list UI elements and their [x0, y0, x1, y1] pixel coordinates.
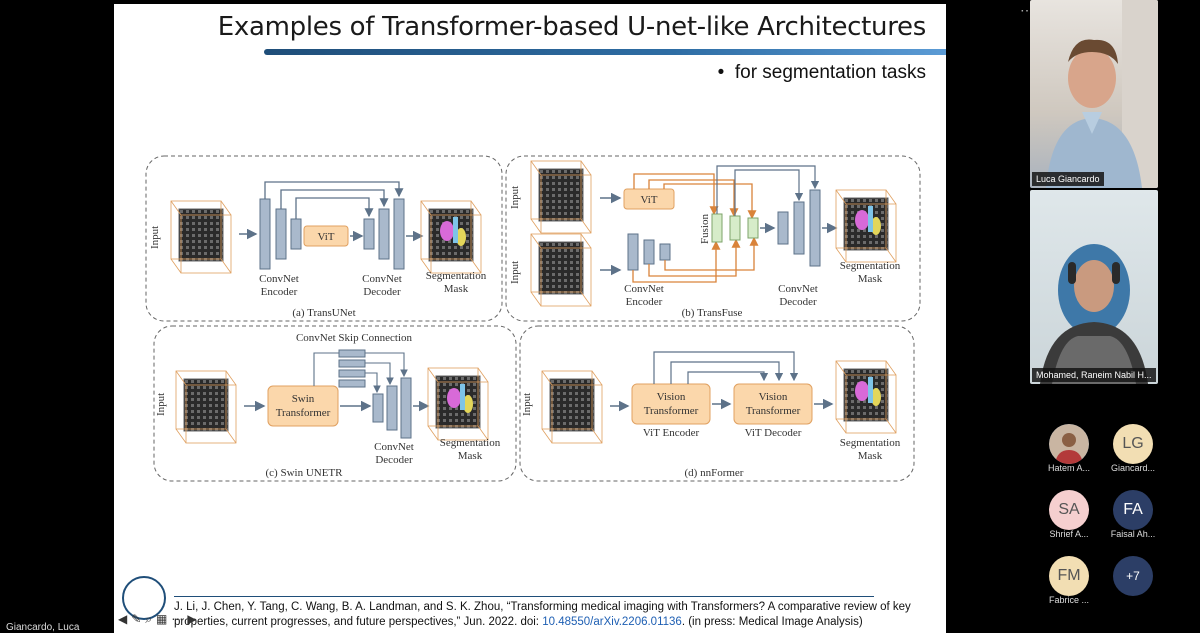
segmentation-label-b: Segmentation: [840, 260, 901, 272]
input-label-c: Input: [155, 393, 167, 416]
panel-nnformer: Input Vision Transformer Vision Transfor…: [519, 325, 915, 482]
transformer-label-d1: Transformer: [644, 405, 699, 417]
participant-avatar-fm[interactable]: FM: [1049, 556, 1089, 596]
citation-rule: [174, 596, 874, 597]
vit-label: ViT: [317, 231, 334, 243]
avatar-photo: [1049, 424, 1089, 464]
panel-transunet: Input ViT ConvNet Encoder ConvNet Decode…: [145, 155, 503, 322]
slide-nav-toolbar[interactable]: ◀✎⌕▦⋯▶: [118, 612, 201, 627]
caption-transunet: (a) TransUNet: [292, 307, 355, 319]
more-icon[interactable]: ⋯: [171, 612, 188, 626]
segmentation-label-c: Segmentation: [440, 437, 501, 449]
more-participants-button[interactable]: +7: [1113, 556, 1153, 596]
convnet-decoder-label-1: ConvNet: [362, 273, 402, 285]
convnet-decoder-label-b: ConvNet: [778, 283, 818, 295]
grid-icon[interactable]: ▦: [156, 612, 172, 626]
fusion-label: Fusion: [699, 214, 711, 244]
prev-slide-icon[interactable]: ◀: [118, 612, 132, 626]
next-slide-icon[interactable]: ▶: [187, 612, 201, 626]
segmentation-label-d: Segmentation: [840, 437, 901, 449]
caption-swin-unetr: (c) Swin UNETR: [266, 467, 344, 479]
decoder-label-c: Decoder: [375, 454, 413, 466]
architecture-figure: Input ViT ConvNet Encoder ConvNet Decode…: [145, 155, 921, 482]
vit-encoder-label: ViT Encoder: [643, 427, 700, 439]
mask-label-b: Mask: [858, 273, 883, 285]
participant-video-raneim: [1040, 244, 1148, 384]
input-label-b1: Input: [509, 186, 521, 209]
pen-icon[interactable]: ✎: [131, 612, 146, 626]
citation-doi-link[interactable]: 10.48550/arXiv.2206.01136: [542, 616, 682, 628]
slide-nav-circle[interactable]: [122, 576, 166, 620]
decoder-label-b: Decoder: [779, 296, 817, 308]
participant-avatar-lg[interactable]: LG: [1113, 424, 1153, 464]
video-tile-label: Mohamed, Raneim Nabil H...: [1032, 368, 1156, 382]
slide-title: Examples of Transformer-based U-net-like…: [217, 12, 927, 42]
skip-connection-label: ConvNet Skip Connection: [296, 332, 413, 344]
avatar-initials: FM: [1057, 567, 1081, 584]
bullet-text: for segmentation tasks: [734, 62, 926, 83]
vit-label-b: ViT: [640, 194, 657, 206]
convnet-decoder-label-c: ConvNet: [374, 441, 414, 453]
encoder-label-1: Encoder: [261, 286, 298, 298]
panel-transfuse: Input Input ViT Fusion: [505, 155, 921, 322]
bullet-point: • for segmentation tasks: [717, 62, 926, 83]
decoder-label-1: Decoder: [363, 286, 401, 298]
presenter-name: Giancardo, Luca: [6, 622, 80, 633]
citation: J. Li, J. Chen, Y. Tang, C. Wang, B. A. …: [174, 600, 944, 630]
mask-label-d: Mask: [858, 450, 883, 462]
video-tile-label: Luca Giancardo: [1032, 172, 1104, 186]
participant-avatar-sa[interactable]: SA: [1049, 490, 1089, 530]
mask-label-1: Mask: [444, 283, 469, 295]
participant-avatar-hatem[interactable]: [1049, 424, 1089, 464]
input-label-d: Input: [521, 393, 533, 416]
participant-avatar-fa[interactable]: FA: [1113, 490, 1153, 530]
slide: Examples of Transformer-based U-net-like…: [114, 4, 946, 633]
zoom-icon[interactable]: ⌕: [145, 612, 157, 626]
transformer-label-d2: Transformer: [746, 405, 801, 417]
convnet-encoder-label-b: ConvNet: [624, 283, 664, 295]
avatar-initials: SA: [1058, 501, 1080, 518]
participant-name-sa: Shrief A...: [1049, 529, 1089, 539]
video-tile-luca[interactable]: Luca Giancardo: [1030, 0, 1158, 188]
citation-tail: . (in press: Medical Image Analysis): [681, 616, 863, 628]
input-label: Input: [149, 226, 161, 249]
vit-decoder-label: ViT Decoder: [745, 427, 802, 439]
transformer-label-c: Transformer: [276, 407, 331, 419]
participant-name-hatem: Hatem A...: [1047, 463, 1091, 473]
panel-swin-unetr: Input Swin Transformer ConvNet Skip Conn…: [153, 325, 517, 482]
mask-label-c: Mask: [458, 450, 483, 462]
vision-label-2: Vision: [759, 391, 788, 403]
segmentation-label-1: Segmentation: [426, 270, 487, 282]
participant-name-fm: Fabrice ...: [1048, 595, 1089, 605]
participant-name-lg: Giancard...: [1110, 463, 1156, 473]
vision-label-1: Vision: [657, 391, 686, 403]
avatar-initials: LG: [1122, 435, 1144, 452]
avatar-initials: FA: [1123, 501, 1143, 518]
participant-name-fa: Faisal Ah...: [1110, 529, 1156, 539]
caption-transfuse: (b) TransFuse: [682, 307, 743, 319]
video-tile-raneim[interactable]: Mohamed, Raneim Nabil H...: [1030, 190, 1158, 384]
encoder-label-b: Encoder: [626, 296, 663, 308]
citation-text: J. Li, J. Chen, Y. Tang, C. Wang, B. A. …: [174, 601, 911, 628]
title-underline: [264, 49, 946, 55]
participant-video-luca: [1046, 0, 1158, 188]
more-participants-count: +7: [1126, 569, 1140, 583]
caption-nnformer: (d) nnFormer: [685, 467, 744, 479]
input-label-b2: Input: [509, 261, 521, 284]
convnet-encoder-label-1: ConvNet: [259, 273, 299, 285]
swin-label: Swin: [292, 393, 315, 405]
